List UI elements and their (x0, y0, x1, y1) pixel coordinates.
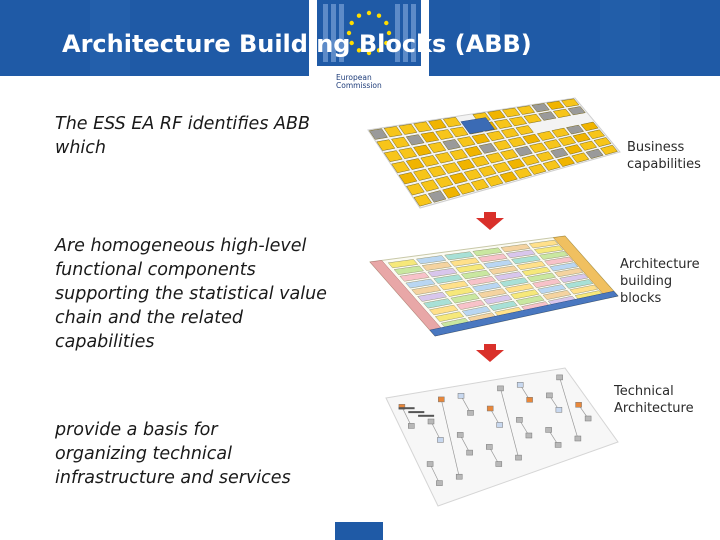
eu-stars-icon (346, 10, 392, 56)
label-technical-architecture: Technical Architecture (614, 384, 694, 416)
paragraph-homogeneous: Are homogeneous high-level functional co… (55, 236, 327, 352)
arrow-down-icon (476, 344, 504, 362)
business-capabilities-layer (367, 97, 621, 209)
arrow-down-icon (476, 212, 504, 230)
eu-flag-icon (317, 0, 421, 66)
label-architecture-building-blocks: Architecture building blocks (620, 257, 700, 306)
logo-text: European Commission (336, 73, 382, 90)
slide-title: Architecture Building Blocks (ABB) (62, 30, 532, 58)
paragraph-identifies: The ESS EA RF identifies ABB which (55, 114, 310, 158)
label-business-capabilities: Business capabilities (627, 140, 701, 172)
european-commission-logo: European Commission (309, 0, 429, 100)
technical-architecture-layer (385, 367, 619, 507)
footer-accent-bar (335, 522, 383, 540)
architecture-building-blocks-layer (369, 235, 619, 337)
paragraph-basis: provide a basis for organizing technical… (55, 420, 291, 488)
